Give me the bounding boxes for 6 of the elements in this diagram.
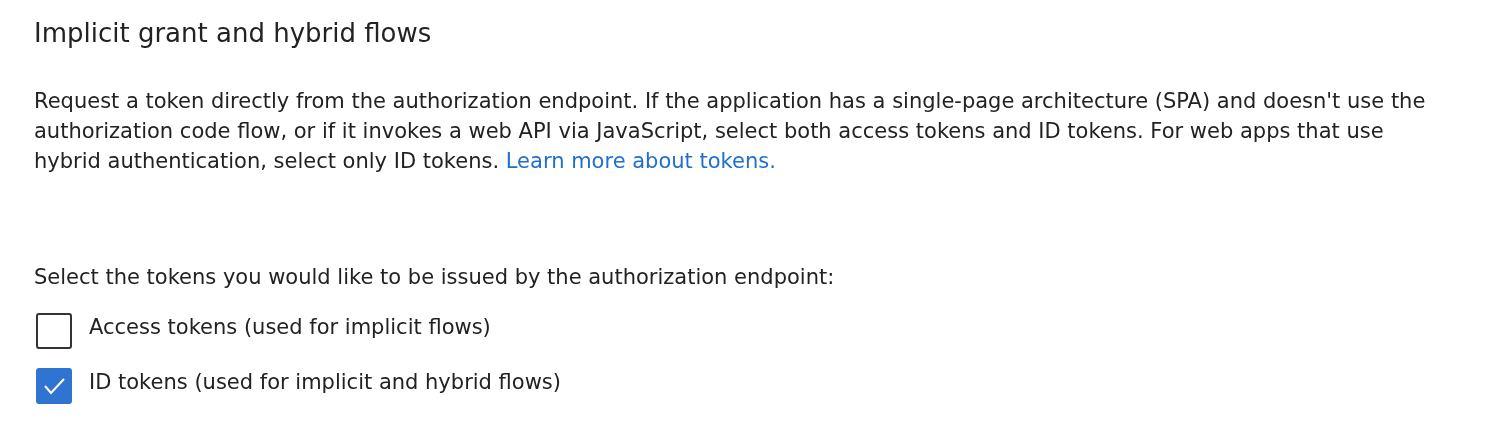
checkbox-label: Access tokens (used for implicit flows) [89,315,491,339]
section-heading: Implicit grant and hybrid flows [34,18,432,48]
instruction-text: Select the tokens you would like to be issued by the authorization endpoint: [34,264,836,291]
description-paragraph: Request a token directly from the authorization endpoint. If the application has a single-page architecture (SPA) and doesn't use the authorization code flow, or if it invokes a web API via JavaScript, select both access tokens and ID tokens. For web apps that use hybrid authentication, select only ID tokens. Learn more about tokens. [34,88,1427,175]
checkbox-label: ID tokens (used for implicit and hybrid flows) [89,370,561,394]
learn-more-link: Learn more about tokens. [505,149,776,173]
